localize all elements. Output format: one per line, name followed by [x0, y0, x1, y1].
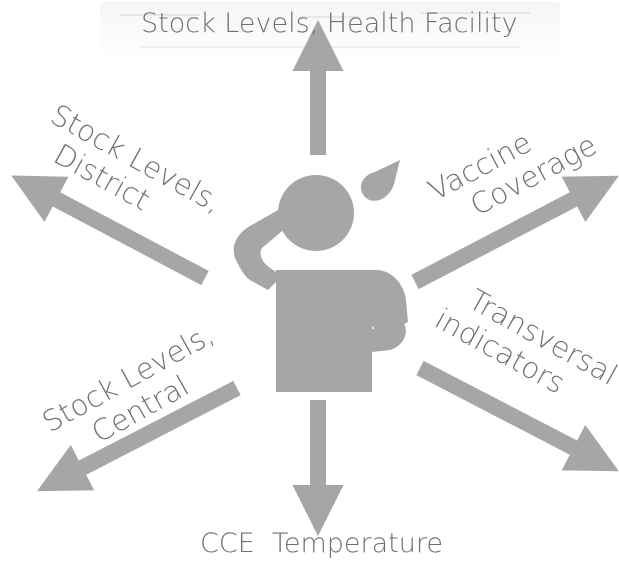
label-top: Stock Levels, Health Facility: [141, 8, 518, 39]
arrow-upper-right: [411, 175, 619, 290]
label-bottom: CCE Temperature: [200, 528, 443, 559]
confused-person-icon: [233, 160, 408, 392]
arrow-lower-left: [37, 380, 241, 492]
arrow-lower-right: [416, 360, 619, 472]
arrow-upper-left: [11, 175, 209, 286]
